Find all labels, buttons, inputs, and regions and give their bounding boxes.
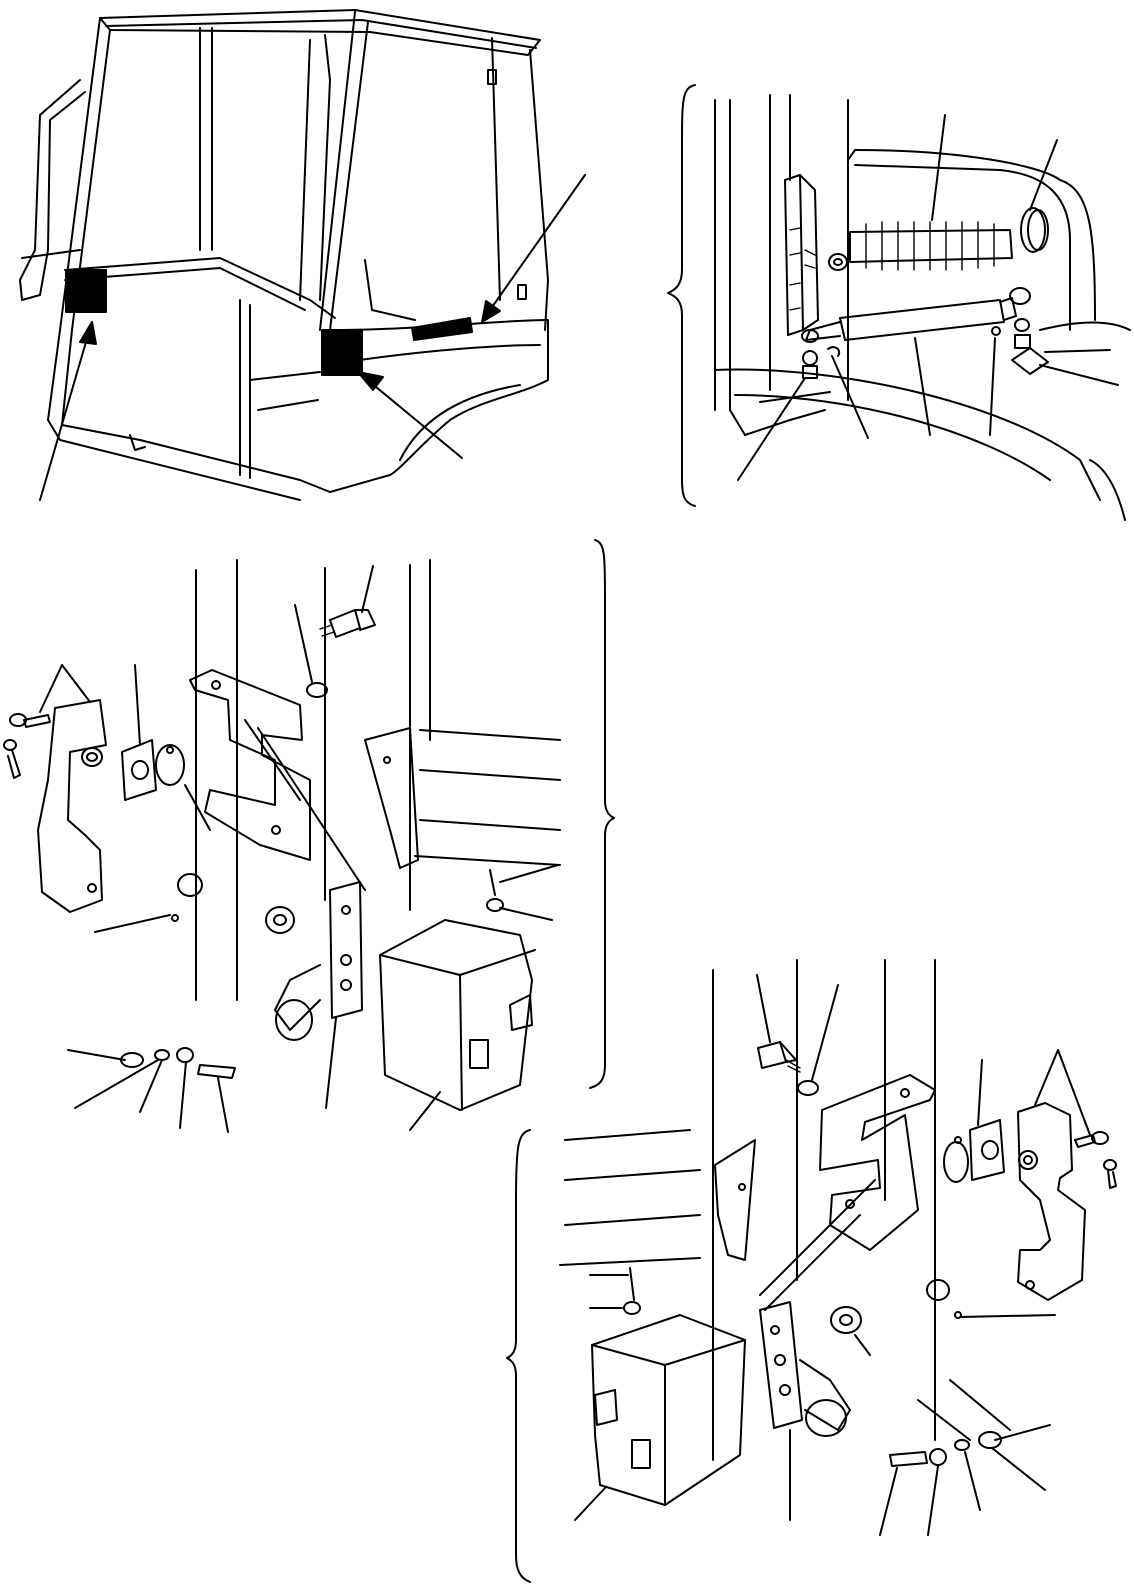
latch-assembly-right: [759, 1301, 862, 1437]
left-door-lock-view: [3, 539, 615, 1133]
mounting-bracket-left: [189, 669, 311, 861]
clamp-ring: [1020, 207, 1049, 253]
gas-strut: [801, 287, 1031, 343]
group-brace-top: [667, 84, 696, 507]
hinge: [784, 174, 819, 336]
door-handle-left: [37, 699, 107, 913]
key-left: [3, 713, 51, 779]
gasket-plate-right: [943, 1119, 1005, 1183]
cab-overview-view: [19, 9, 586, 501]
pillar-lines: [195, 559, 561, 1001]
small-fasteners-left: [120, 869, 504, 1079]
detail-leader-lines: [737, 114, 1119, 481]
rubber-bellows: [828, 221, 1013, 271]
pillar-lines-right: [559, 959, 936, 1461]
cab-frame: [19, 9, 549, 501]
cover-housing-right: [591, 1314, 746, 1506]
key-right: [1074, 1131, 1117, 1189]
right-lock-leader-lines: [574, 974, 1091, 1536]
corner-bracket-right: [714, 1139, 756, 1261]
gas-strut-bar: [411, 317, 473, 341]
hex-bolt-right: [757, 1041, 819, 1096]
right-door-lock-block: [321, 329, 363, 376]
overview-leader-arrows: [39, 174, 586, 501]
group-brace-middle: [589, 539, 615, 1089]
mounting-bracket-right: [819, 1074, 936, 1251]
right-door-lock-view: [506, 959, 1117, 1583]
door-handle-right: [1017, 1102, 1086, 1301]
cover-housing-left: [379, 919, 536, 1111]
gasket-plate-left: [121, 739, 185, 801]
left-door-lock-block: [65, 269, 107, 313]
highlighted-parts: [65, 269, 473, 376]
door-frame: [714, 94, 1131, 521]
hinge-gas-strut-view: [667, 84, 1131, 521]
ball-studs: [802, 318, 1049, 379]
corner-bracket-left: [364, 727, 419, 869]
group-brace-bottom: [506, 1129, 531, 1583]
hex-bolt-left: [306, 609, 376, 698]
latch-assembly-left: [265, 881, 363, 1041]
small-fasteners-right: [623, 1267, 1002, 1467]
left-lock-leader-lines: [39, 565, 559, 1133]
